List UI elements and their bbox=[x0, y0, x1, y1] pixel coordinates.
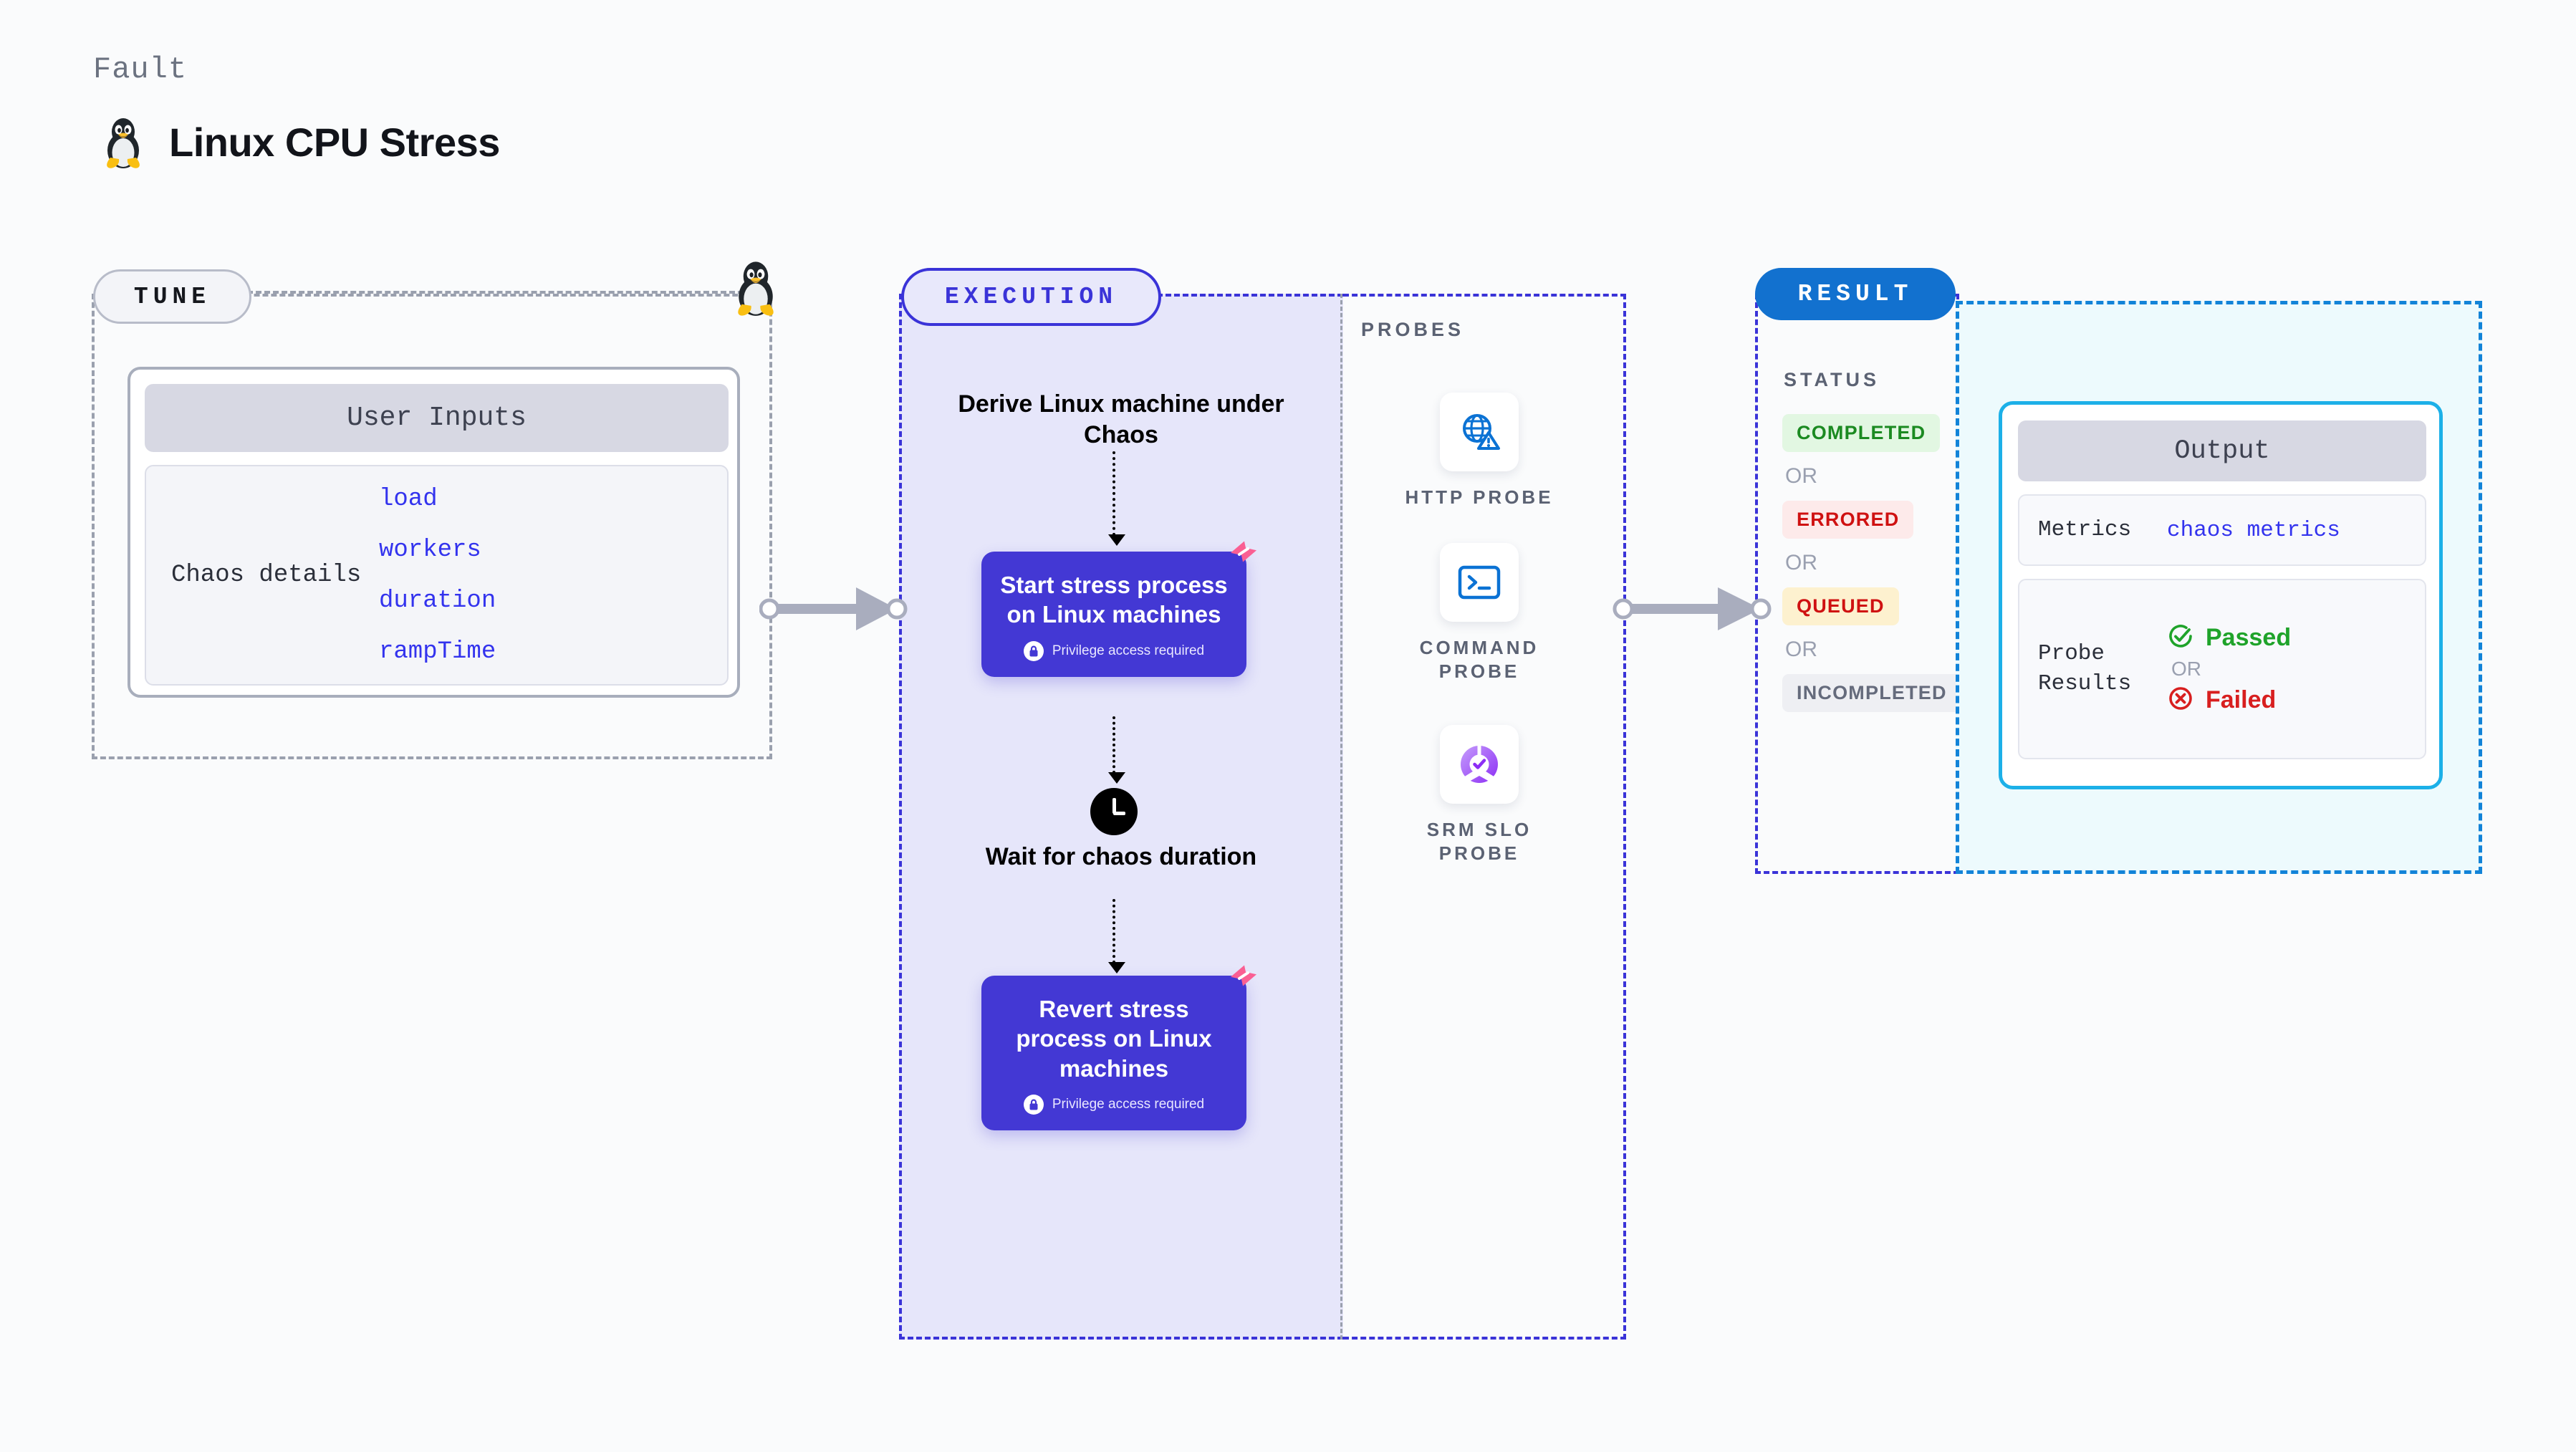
tune-panel bbox=[92, 294, 772, 759]
probe-result-failed-label: Failed bbox=[2206, 686, 2277, 713]
user-inputs-header: User Inputs bbox=[145, 384, 729, 452]
privilege-note-revert-text: Privilege access required bbox=[1052, 1096, 1205, 1112]
result-panel bbox=[1755, 294, 1959, 874]
step-revert-stress-card[interactable]: Revert stress process on Linux machines … bbox=[981, 965, 1257, 1130]
result-pill[interactable]: RESULT bbox=[1755, 268, 1956, 320]
probe-command[interactable]: COMMAND PROBE bbox=[1400, 543, 1558, 684]
chaos-details-label: Chaos details bbox=[171, 562, 362, 589]
privilege-note-start-text: Privilege access required bbox=[1052, 643, 1205, 658]
output-probe-results-row: Probe Results Passed OR bbox=[2018, 579, 2426, 759]
check-circle-icon bbox=[2167, 622, 2194, 653]
connector-tune-to-execution bbox=[759, 587, 908, 630]
flow-arrow-1 bbox=[1108, 451, 1125, 546]
output-card: Output Metrics chaos metrics Probe Resul… bbox=[1999, 401, 2443, 789]
status-list: COMPLETED OR ERRORED OR QUEUED OR INCOMP… bbox=[1782, 414, 1961, 712]
slo-donut-check-icon bbox=[1440, 725, 1519, 804]
output-header: Output bbox=[2018, 420, 2426, 481]
lock-icon bbox=[1023, 640, 1044, 661]
privilege-note-start: Privilege access required bbox=[997, 640, 1231, 661]
param-duration[interactable]: duration bbox=[379, 587, 496, 615]
tune-pill[interactable]: TUNE bbox=[93, 269, 251, 324]
probe-result-passed-label: Passed bbox=[2206, 624, 2292, 651]
terminal-icon bbox=[1440, 543, 1519, 622]
flow-arrow-3 bbox=[1108, 899, 1125, 973]
step-start-stress-card[interactable]: Start stress process on Linux machines P… bbox=[981, 541, 1257, 677]
status-badge-completed: COMPLETED bbox=[1782, 414, 1941, 452]
probe-srm-slo[interactable]: SRM SLO PROBE bbox=[1400, 725, 1558, 866]
status-or-1: OR bbox=[1785, 464, 1817, 488]
chaos-details-row: Chaos details load workers duration ramp… bbox=[145, 465, 729, 686]
x-circle-icon bbox=[2167, 685, 2194, 716]
output-metrics-row: Metrics chaos metrics bbox=[2018, 494, 2426, 566]
probe-command-label: COMMAND PROBE bbox=[1419, 637, 1539, 683]
flow-arrow-2 bbox=[1108, 716, 1125, 784]
step-start-stress-label: Start stress process on Linux machines bbox=[1000, 572, 1228, 628]
status-or-2: OR bbox=[1785, 551, 1817, 574]
status-badge-errored: ERRORED bbox=[1782, 501, 1914, 539]
param-load[interactable]: load bbox=[379, 485, 438, 513]
tux-penguin-icon bbox=[100, 115, 146, 169]
connector-execution-to-result bbox=[1613, 587, 1772, 630]
output-metrics-value[interactable]: chaos metrics bbox=[2167, 517, 2340, 543]
probe-http[interactable]: HTTP PROBE bbox=[1400, 393, 1558, 509]
probes-section-label: PROBES bbox=[1361, 319, 1465, 340]
execution-pill[interactable]: EXECUTION bbox=[901, 268, 1161, 326]
probe-result-or: OR bbox=[2171, 658, 2201, 680]
lock-icon bbox=[1023, 1094, 1044, 1115]
chaos-details-params: load workers duration rampTime bbox=[379, 486, 496, 665]
step-revert-stress-label: Revert stress process on Linux machines bbox=[1016, 996, 1212, 1082]
probe-result-passed: Passed bbox=[2167, 622, 2291, 653]
chaos-logo-icon bbox=[1225, 533, 1262, 574]
tune-penguin-connector bbox=[247, 291, 752, 294]
probe-srm-slo-label: SRM SLO PROBE bbox=[1426, 819, 1532, 865]
privilege-note-revert: Privilege access required bbox=[997, 1094, 1231, 1115]
param-ramptime[interactable]: rampTime bbox=[379, 638, 496, 665]
status-or-3: OR bbox=[1785, 638, 1817, 661]
probe-http-label: HTTP PROBE bbox=[1405, 486, 1554, 508]
clock-icon bbox=[1090, 788, 1138, 835]
probe-result-failed: Failed bbox=[2167, 685, 2291, 716]
tune-tux-penguin-icon bbox=[731, 258, 781, 320]
status-badge-incompleted: INCOMPLETED bbox=[1782, 674, 1961, 712]
page-title: Linux CPU Stress bbox=[169, 119, 500, 165]
page-title-row: Linux CPU Stress bbox=[100, 115, 500, 169]
step-wait-for-chaos-duration: Wait for chaos duration bbox=[985, 843, 1257, 870]
status-section-label: STATUS bbox=[1784, 369, 1880, 390]
user-inputs-card: User Inputs Chaos details load workers d… bbox=[128, 367, 740, 698]
probe-results-values: Passed OR Failed bbox=[2167, 622, 2291, 716]
step-derive-linux-machine: Derive Linux machine under Chaos bbox=[958, 390, 1284, 448]
status-badge-queued: QUEUED bbox=[1782, 587, 1899, 625]
globe-warning-icon bbox=[1440, 393, 1519, 471]
output-metrics-label: Metrics bbox=[2038, 517, 2132, 543]
output-probe-results-label: Probe Results bbox=[2038, 641, 2132, 696]
chaos-logo-icon bbox=[1225, 957, 1262, 998]
param-workers[interactable]: workers bbox=[379, 536, 481, 564]
page-kicker: Fault bbox=[93, 52, 188, 87]
